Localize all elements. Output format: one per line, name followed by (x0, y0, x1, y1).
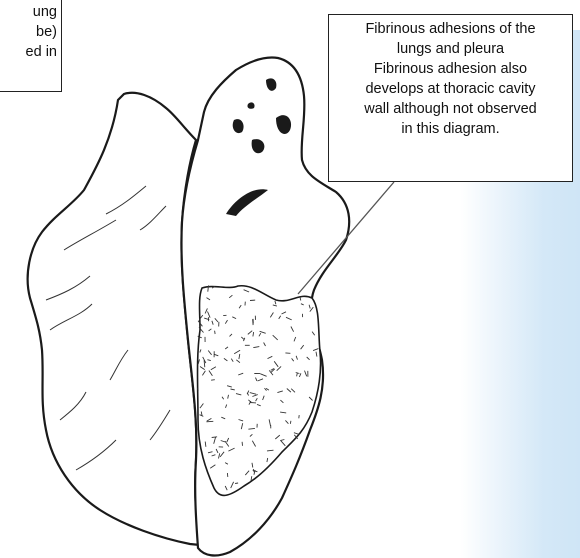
adhesion-speckle (211, 380, 215, 381)
left-callout-line: be) (0, 22, 57, 42)
left-callout-line: ung (0, 2, 57, 22)
adhesion-speckle (215, 331, 216, 334)
right-callout-line: develops at thoracic cavity (335, 79, 566, 99)
left-lung-outline (28, 93, 200, 545)
right-callout-line: in this diagram. (335, 119, 566, 139)
right-callout-box: Fibrinous adhesions of the lungs and ple… (328, 14, 573, 182)
fibrinous-adhesion-region (198, 286, 321, 496)
right-callout-line: lungs and pleura (335, 39, 566, 59)
left-callout-line: ed in (0, 42, 57, 62)
right-callout-line: Fibrinous adhesion also (335, 59, 566, 79)
adhesion-speckle (290, 421, 291, 424)
left-callout-box: ung be) ed in (0, 0, 62, 92)
right-callout-line: Fibrinous adhesions of the (335, 19, 566, 39)
adhesion-speckle (253, 319, 254, 325)
right-callout-line: wall although not observed (335, 99, 566, 119)
adhesion-speckle (235, 483, 238, 484)
adhesion-speckle (206, 421, 213, 422)
